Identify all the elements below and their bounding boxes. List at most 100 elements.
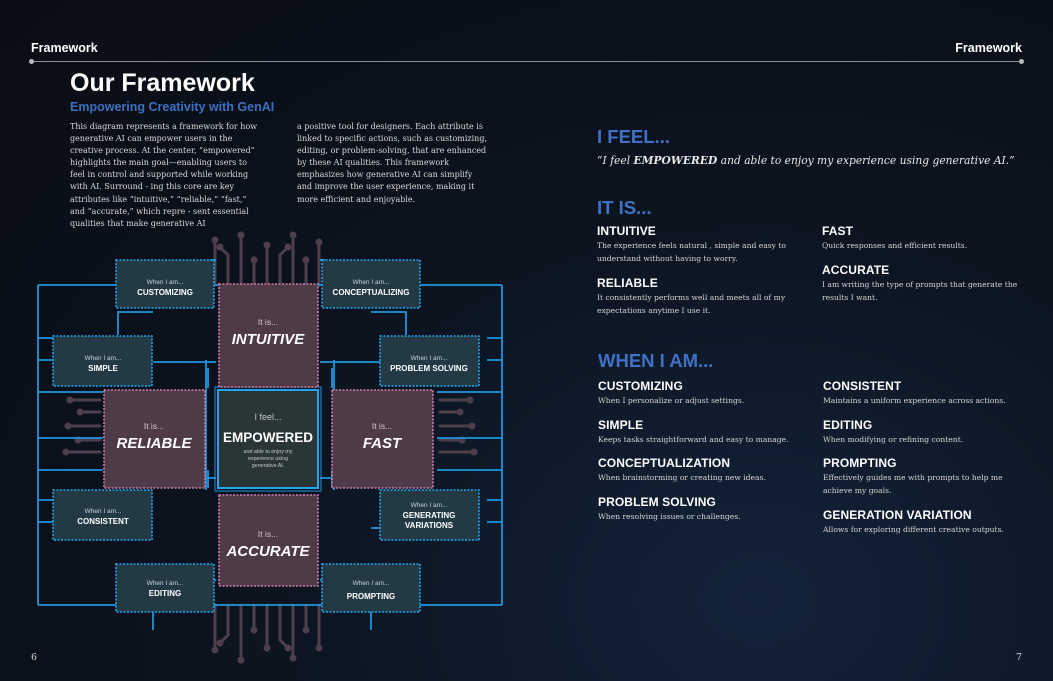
page-subtitle: Empowering Creativity with GenAI — [70, 100, 275, 114]
action-simple: When I am... SIMPLE — [52, 335, 153, 387]
action-generating-variations: When I am... GENERATING VARIATIONS — [379, 489, 480, 541]
itis-accurate: ACCURATE I am writing the type of prompt… — [822, 263, 1032, 305]
attr-text: It consistently performs well and meets … — [597, 293, 786, 315]
attr-text: Allows for exploring different creative … — [823, 525, 1004, 534]
rule-dot-left — [29, 59, 34, 64]
action-prefix: When I am... — [353, 279, 390, 286]
action-editing: When I am... EDITING — [115, 563, 215, 613]
quality-prefix: It is... — [258, 529, 278, 539]
attr-title: RELIABLE — [597, 276, 658, 290]
wheniam-conceptualization: CONCEPTUALIZATION When brainstorming or … — [598, 456, 808, 485]
quality-prefix: It is... — [372, 421, 392, 431]
action-prefix: When I am... — [85, 355, 122, 362]
attr-text: Maintains a uniform experience across ac… — [823, 396, 1006, 405]
attr-title: CONCEPTUALIZATION — [598, 456, 731, 470]
rule-dot-right — [1019, 59, 1024, 64]
quality-fast: It is... FAST — [331, 389, 434, 489]
heading-when-i-am: WHEN I AM... — [598, 350, 714, 371]
action-prefix: When I am... — [353, 580, 390, 587]
quality-label: INTUITIVE — [232, 331, 305, 348]
action-label: PROMPTING — [347, 592, 395, 601]
quality-reliable: It is... RELIABLE — [103, 389, 206, 489]
core-label: EMPOWERED — [223, 430, 313, 445]
action-label-line2: VARIATIONS — [405, 521, 454, 530]
trace-pads — [62, 231, 478, 664]
action-label: PROBLEM SOLVING — [390, 364, 468, 373]
page-title: Our Framework — [70, 69, 255, 97]
feel-quote-start: “I feel — [597, 154, 634, 167]
attr-text: When modifying or refining content. — [823, 435, 964, 444]
attr-text: When resolving issues or challenges. — [598, 512, 741, 521]
wheniam-editing: EDITING When modifying or refining conte… — [823, 418, 1033, 447]
itis-intuitive: INTUITIVE The experience feels natural ,… — [597, 224, 807, 266]
core-desc-line2: experience using — [248, 456, 288, 462]
attr-text: The experience feels natural , simple an… — [597, 241, 786, 263]
heading-it-is: IT IS... — [597, 197, 652, 218]
quality-label: RELIABLE — [117, 435, 193, 452]
running-header-right: Framework — [955, 41, 1022, 55]
action-conceptualizing: When I am... CONCEPTUALIZING — [321, 259, 421, 309]
action-label: CONSISTENT — [77, 517, 129, 526]
itis-reliable: RELIABLE It consistently performs well a… — [597, 276, 807, 318]
quality-prefix: It is... — [144, 421, 164, 431]
action-label: CONCEPTUALIZING — [333, 288, 410, 297]
attr-title: GENERATION VARIATION — [823, 508, 972, 522]
quality-prefix: It is... — [258, 317, 278, 327]
action-label-line1: GENERATING — [403, 511, 456, 520]
attr-title: FAST — [822, 224, 854, 238]
attr-title: CUSTOMIZING — [598, 379, 683, 393]
feel-quote-end: and able to enjoy my experience using ge… — [717, 154, 1015, 167]
circuit-traces — [64, 233, 476, 662]
action-label: EDITING — [149, 589, 181, 598]
attr-title: SIMPLE — [598, 418, 644, 432]
core-empowered: I feel... EMPOWERED and able to enjoy my… — [214, 386, 322, 492]
wheniam-consistent: CONSISTENT Maintains a uniform experienc… — [823, 379, 1033, 408]
attr-text: Keeps tasks straightforward and easy to … — [598, 435, 789, 444]
quality-label: ACCURATE — [225, 543, 310, 560]
core-desc-line1: and able to enjoy my — [244, 449, 293, 455]
attr-title: INTUITIVE — [597, 224, 656, 238]
running-header-left: Framework — [31, 41, 98, 55]
framework-diagram: I feel... EMPOWERED and able to enjoy my… — [37, 231, 503, 664]
action-problem-solving: When I am... PROBLEM SOLVING — [379, 335, 480, 387]
feel-quote: “I feel EMPOWERED and able to enjoy my e… — [597, 154, 1015, 167]
action-prompting: When I am... PROMPTING — [321, 563, 421, 613]
action-customizing: When I am... CUSTOMIZING — [115, 259, 215, 309]
page-number-left: 6 — [31, 652, 38, 663]
attr-title: EDITING — [823, 418, 873, 432]
attr-text: Effectively guides me with prompts to he… — [823, 473, 1003, 495]
action-prefix: When I am... — [147, 279, 184, 286]
heading-i-feel: I FEEL... — [597, 126, 670, 147]
page-number-right: 7 — [1016, 652, 1023, 663]
action-prefix: When I am... — [411, 502, 448, 509]
wheniam-generation-variation: GENERATION VARIATION Allows for explorin… — [823, 508, 1033, 537]
wheniam-customizing: CUSTOMIZING When I personalize or adjust… — [598, 379, 808, 408]
quality-intuitive: It is... INTUITIVE — [218, 283, 319, 388]
wheniam-simple: SIMPLE Keeps tasks straightforward and e… — [598, 418, 808, 447]
attr-text: I am writing the type of prompts that ge… — [822, 280, 1018, 302]
attr-title: PROBLEM SOLVING — [598, 495, 716, 509]
action-prefix: When I am... — [147, 580, 184, 587]
quality-label: FAST — [363, 435, 403, 452]
core-desc-line3: generative AI. — [252, 463, 284, 469]
intro-paragraph-col2: a positive tool for designers. Each attr… — [297, 122, 487, 204]
core-prefix: I feel... — [254, 412, 281, 422]
feel-quote-emphasis: EMPOWERED — [633, 154, 718, 167]
action-label: CUSTOMIZING — [137, 288, 193, 297]
attr-text: Quick responses and efficient results. — [822, 241, 968, 250]
wheniam-problem-solving: PROBLEM SOLVING When resolving issues or… — [598, 495, 808, 524]
quality-accurate: It is... ACCURATE — [218, 494, 319, 587]
attr-title: CONSISTENT — [823, 379, 902, 393]
attr-text: When I personalize or adjust settings. — [598, 396, 745, 405]
wheniam-prompting: PROMPTING Effectively guides me with pro… — [823, 456, 1033, 498]
attr-title: PROMPTING — [823, 456, 897, 470]
header-rule — [31, 61, 1022, 62]
action-prefix: When I am... — [411, 355, 448, 362]
action-prefix: When I am... — [85, 508, 122, 515]
action-label: SIMPLE — [88, 364, 118, 373]
attr-text: When brainstorming or creating new ideas… — [598, 473, 766, 482]
action-consistent: When I am... CONSISTENT — [52, 489, 153, 541]
intro-paragraph-col1: This diagram represents a framework for … — [70, 122, 258, 228]
attr-title: ACCURATE — [822, 263, 890, 277]
itis-fast: FAST Quick responses and efficient resul… — [822, 224, 1032, 253]
